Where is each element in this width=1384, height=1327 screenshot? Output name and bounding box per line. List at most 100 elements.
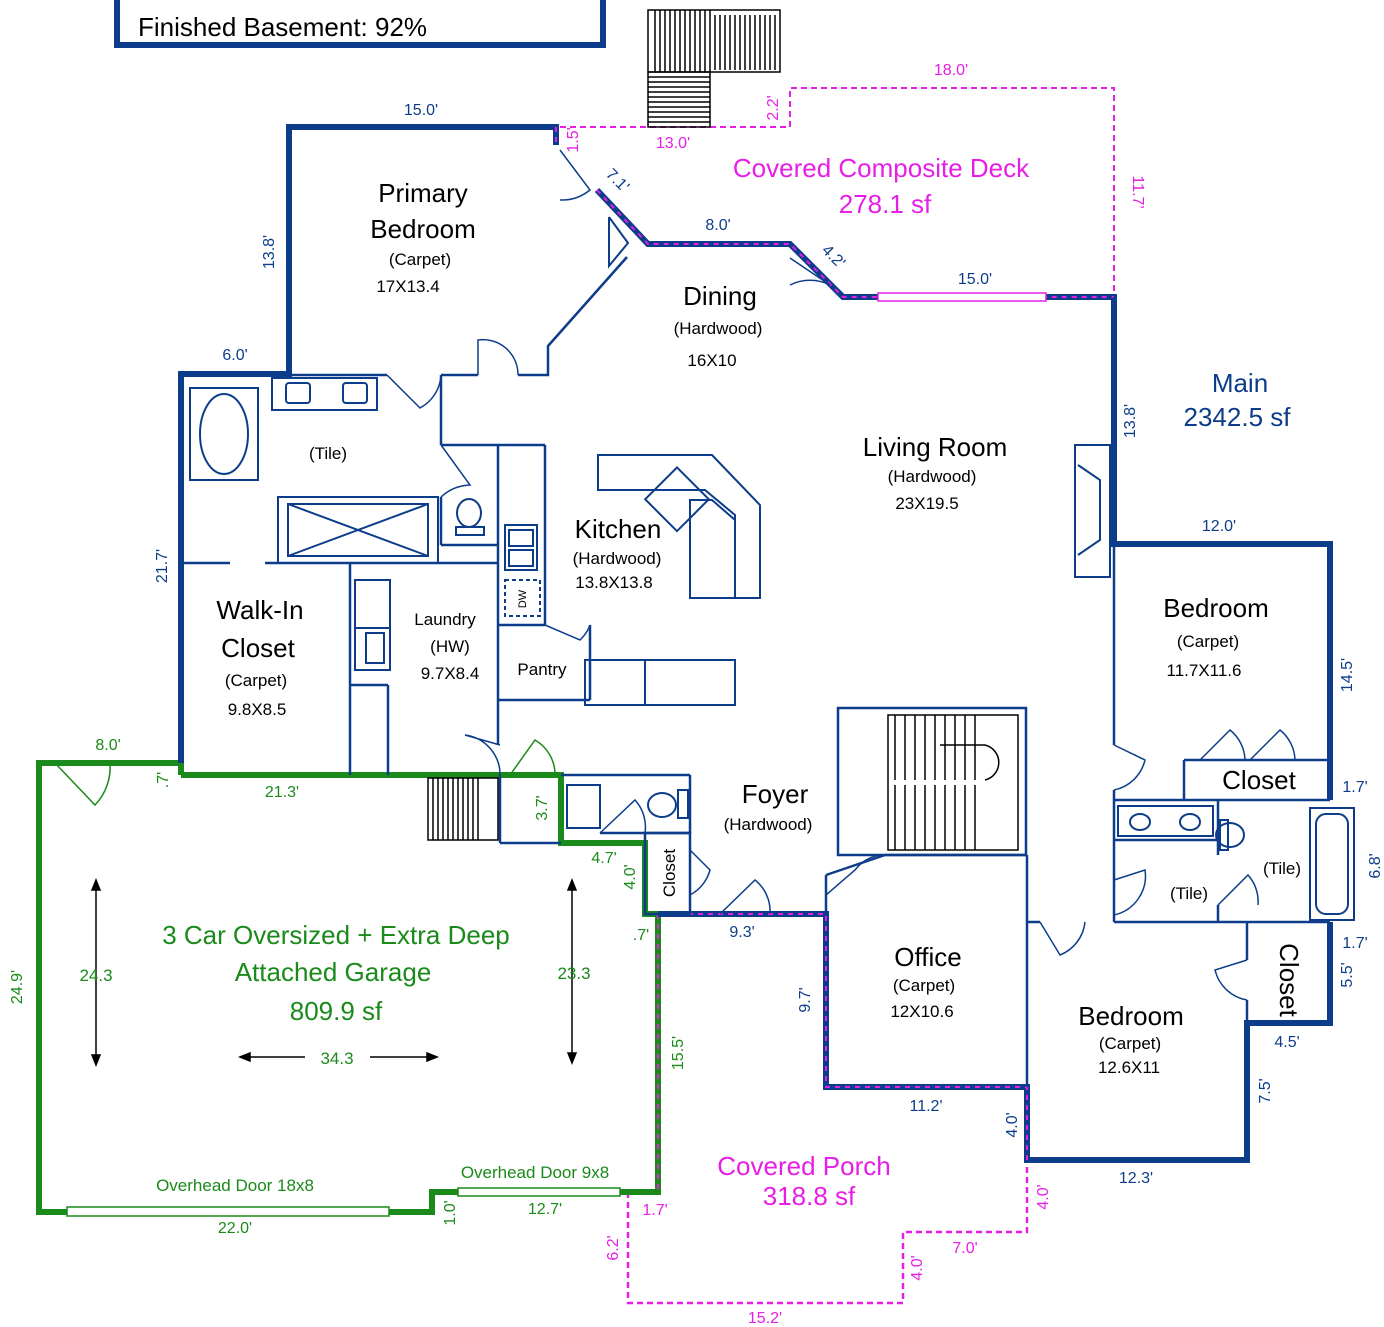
dim-15-0-right: 15.0' bbox=[958, 271, 992, 288]
bath2-right-floor: (Tile) bbox=[1263, 859, 1301, 878]
dim-9-7: 9.7' bbox=[797, 987, 814, 1012]
dim-8-0: 8.0' bbox=[705, 217, 730, 234]
dimension-labels: 15.0' 13.8' 1.5' 13.0' 2.2' 18.0' 11.7' … bbox=[9, 62, 1384, 1327]
dim-6-2: 6.2' bbox=[605, 1235, 622, 1260]
dim-13-0: 13.0' bbox=[656, 135, 690, 152]
dim-5-5: 5.5' bbox=[1339, 962, 1356, 987]
dim-4-5: 4.5' bbox=[1274, 1034, 1299, 1051]
stairs-main bbox=[887, 714, 1019, 851]
garage-area: 809.9 sf bbox=[290, 996, 383, 1026]
office-name: Office bbox=[894, 942, 961, 972]
doors bbox=[54, 149, 1296, 1001]
closet1-name: Closet bbox=[1222, 765, 1296, 795]
dim-13-8-left: 13.8' bbox=[261, 235, 278, 269]
garage-door-small: Overhead Door 9x8 bbox=[461, 1163, 609, 1182]
dim-4-2: 4.2' bbox=[818, 242, 848, 272]
laundry-floor: (HW) bbox=[430, 637, 470, 656]
dim-15-2: 15.2' bbox=[748, 1310, 782, 1327]
dim-7-0: 7.0' bbox=[952, 1240, 977, 1257]
foyer-name: Foyer bbox=[742, 779, 809, 809]
room-labels: Primary Bedroom (Carpet) 17X13.4 Dining … bbox=[79, 153, 1304, 1211]
bedroom1-floor: (Carpet) bbox=[1177, 632, 1239, 651]
stairs-garage bbox=[427, 777, 499, 841]
laundry-size: 9.7X8.4 bbox=[421, 664, 480, 683]
dim-9-3: 9.3' bbox=[729, 924, 754, 941]
walkin-line1: Walk-In bbox=[216, 595, 303, 625]
porch-area: 318.8 sf bbox=[763, 1181, 856, 1211]
primary-bedroom-line1: Primary bbox=[378, 178, 468, 208]
office-floor: (Carpet) bbox=[893, 976, 955, 995]
dining-size: 16X10 bbox=[687, 351, 736, 370]
garage-walls bbox=[36, 760, 661, 1215]
porch-outline bbox=[626, 1160, 1029, 1305]
dim-1-7a: 1.7' bbox=[1342, 779, 1367, 796]
bedroom2-floor: (Carpet) bbox=[1099, 1034, 1161, 1053]
dim-4-0-porch: 4.0' bbox=[909, 1255, 926, 1280]
living-size: 23X19.5 bbox=[895, 494, 958, 513]
primary-bedroom-line2: Bedroom bbox=[370, 214, 476, 244]
garage-dim-left: 24.3 bbox=[79, 966, 112, 985]
main-area: 2342.5 sf bbox=[1184, 402, 1292, 432]
dim-3-7: 3.7' bbox=[534, 795, 551, 820]
garage-line2: Attached Garage bbox=[235, 957, 432, 987]
dim-22-0: 22.0' bbox=[218, 1220, 252, 1237]
dim-18-0: 18.0' bbox=[934, 62, 968, 79]
dw-name: DW bbox=[517, 589, 529, 608]
overhead-doors bbox=[66, 1187, 621, 1217]
closet2-name: Closet bbox=[1274, 943, 1304, 1017]
dim-0-7a: .7' bbox=[633, 927, 649, 944]
dim-1-0: 1.0' bbox=[442, 1200, 459, 1225]
dining-floor: (Hardwood) bbox=[674, 319, 763, 338]
interior-walls bbox=[181, 256, 1330, 1087]
garage-arrows bbox=[90, 877, 578, 1068]
primary-bedroom-floor: (Carpet) bbox=[389, 250, 451, 269]
dim-8-0-garage: 8.0' bbox=[95, 737, 120, 754]
dim-14-5: 14.5' bbox=[1339, 658, 1356, 692]
garage-dim-right: 23.3 bbox=[557, 964, 590, 983]
office-size: 12X10.6 bbox=[890, 1002, 953, 1021]
dim-11-7: 11.7' bbox=[1129, 175, 1146, 208]
bedroom2-name: Bedroom bbox=[1078, 1001, 1184, 1031]
porch-name: Covered Porch bbox=[717, 1151, 890, 1181]
living-name: Living Room bbox=[863, 432, 1008, 462]
dim-12-0: 12.0' bbox=[1202, 518, 1236, 535]
dim-24-9: 24.9' bbox=[9, 970, 26, 1004]
foyer-closet-name: Closet bbox=[660, 849, 679, 897]
bedroom2-size: 12.6X11 bbox=[1098, 1058, 1160, 1077]
dining-name: Dining bbox=[683, 281, 757, 311]
kitchen-floor: (Hardwood) bbox=[573, 549, 662, 568]
dim-6-8: 6.8' bbox=[1367, 853, 1384, 878]
walkin-line2: Closet bbox=[221, 633, 295, 663]
header-box: Finished Basement: 92% bbox=[114, 0, 606, 48]
walkin-size: 9.8X8.5 bbox=[228, 700, 287, 719]
primary-bath-floor: (Tile) bbox=[309, 444, 347, 463]
dim-21-7: 21.7' bbox=[154, 549, 171, 583]
dim-13-8-right: 13.8' bbox=[1122, 404, 1139, 438]
garage-door-big: Overhead Door 18x8 bbox=[156, 1176, 314, 1195]
dim-7-1: 7.1' bbox=[602, 166, 632, 196]
walkin-floor: (Carpet) bbox=[225, 671, 287, 690]
dim-1-7b: 1.7' bbox=[1342, 935, 1367, 952]
dim-7-5: 7.5' bbox=[1257, 1078, 1274, 1103]
dim-6-0: 6.0' bbox=[222, 347, 247, 364]
living-floor: (Hardwood) bbox=[888, 467, 977, 486]
laundry-name: Laundry bbox=[414, 610, 476, 629]
dim-0-7b: .7' bbox=[155, 772, 172, 788]
stairs-top bbox=[647, 9, 781, 128]
fixtures bbox=[189, 216, 1355, 921]
dim-2-2: 2.2' bbox=[765, 95, 782, 120]
main-name: Main bbox=[1212, 368, 1268, 398]
kitchen-name: Kitchen bbox=[575, 514, 662, 544]
dim-1-5: 1.5' bbox=[565, 127, 582, 152]
garage-line1: 3 Car Oversized + Extra Deep bbox=[162, 920, 510, 950]
pantry-name: Pantry bbox=[517, 660, 567, 679]
bedroom1-name: Bedroom bbox=[1163, 593, 1269, 623]
dim-11-2: 11.2' bbox=[909, 1098, 942, 1115]
deck-wall-overlay bbox=[555, 127, 1114, 1160]
dim-4-0-garage: 4.0' bbox=[622, 864, 639, 889]
dim-4-0-right: 4.0' bbox=[1004, 1112, 1021, 1137]
dim-1-7c: 1.7' bbox=[642, 1202, 667, 1219]
dim-4-7: 4.7' bbox=[591, 850, 616, 867]
deck-outline bbox=[560, 87, 1115, 297]
